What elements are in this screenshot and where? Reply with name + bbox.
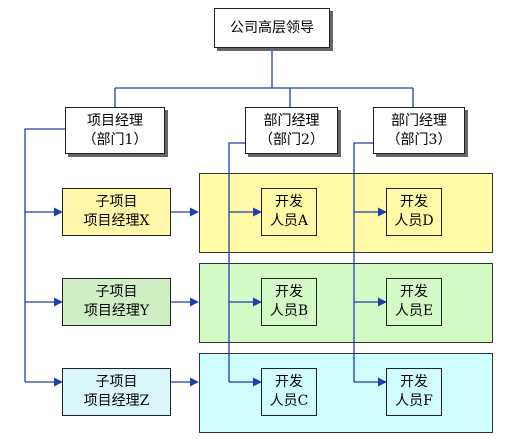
developer-d-box: 开发 人员D — [386, 188, 442, 236]
sub-project-manager-name: 项目经理Z — [83, 393, 150, 409]
connector-dept3-trunk — [353, 142, 373, 382]
developer-role: 开发 — [275, 284, 303, 300]
developer-name: 人员B — [269, 303, 309, 319]
connector-dept2-trunk — [228, 142, 245, 382]
sub-project-title: 子项目 — [95, 374, 138, 390]
top-leadership-box: 公司高层领导 — [214, 8, 330, 48]
manager-title: 部门经理 — [391, 112, 447, 129]
developer-name: 人员E — [394, 303, 434, 319]
dept-manager-dept2-box: 部门经理 （部门2） — [245, 107, 338, 154]
manager-title: 部门经理 — [263, 112, 320, 129]
developer-role: 开发 — [400, 284, 428, 300]
sub-project-manager-name: 项目经理Y — [83, 303, 150, 319]
sub-project-title: 子项目 — [95, 194, 138, 210]
developer-name: 人员D — [394, 213, 434, 229]
project-manager-dept1-box: 项目经理 （部门1） — [65, 107, 165, 154]
developer-role: 开发 — [275, 194, 303, 210]
manager-dept: （部门2） — [259, 131, 324, 148]
manager-title: 项目经理 — [87, 112, 143, 129]
sub-project-manager-y-box: 子项目 项目经理Y — [62, 278, 171, 326]
project-band-z — [199, 353, 493, 433]
manager-dept: （部门1） — [82, 131, 148, 148]
developer-a-box: 开发 人员A — [261, 188, 317, 236]
top-leadership-label: 公司高层领导 — [230, 19, 314, 36]
developer-e-box: 开发 人员E — [386, 278, 442, 326]
developer-role: 开发 — [275, 374, 303, 390]
developer-name: 人员A — [269, 213, 309, 229]
project-band-x — [199, 173, 493, 253]
developer-b-box: 开发 人员B — [261, 278, 317, 326]
developer-f-box: 开发 人员F — [386, 368, 442, 416]
developer-name: 人员F — [395, 393, 433, 409]
developer-role: 开发 — [400, 194, 428, 210]
developer-name: 人员C — [269, 393, 309, 409]
connector-pm-trunk — [24, 128, 65, 382]
sub-project-manager-x-box: 子项目 项目经理X — [62, 188, 171, 236]
sub-project-manager-name: 项目经理X — [83, 213, 150, 229]
developer-role: 开发 — [400, 374, 428, 390]
manager-dept: （部门3） — [386, 131, 452, 148]
sub-project-title: 子项目 — [95, 284, 138, 300]
project-band-y — [199, 263, 493, 343]
developer-c-box: 开发 人员C — [261, 368, 317, 416]
dept-manager-dept3-box: 部门经理 （部门3） — [373, 107, 465, 154]
sub-project-manager-z-box: 子项目 项目经理Z — [62, 368, 171, 416]
